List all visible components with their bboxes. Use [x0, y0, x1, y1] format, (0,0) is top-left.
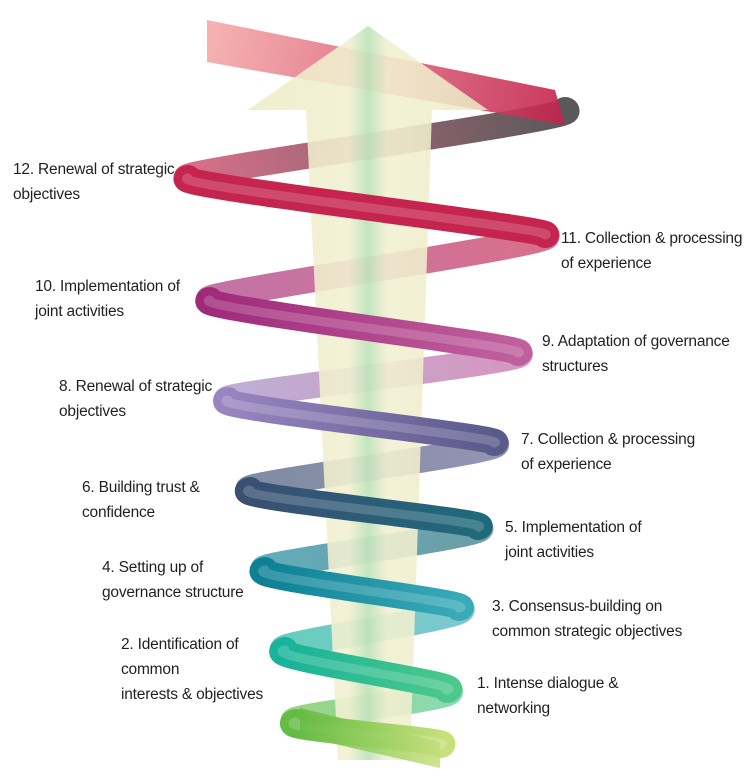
ribbon-front-layer [173, 165, 559, 768]
step-1-line-1: 1. Intense dialogue & [477, 675, 619, 692]
step-10-line-1: 10. Implementation of [35, 278, 180, 295]
ribbon-front-highlight [243, 485, 485, 532]
step-label-1: 1. Intense dialogue & networking [477, 671, 619, 721]
step-label-5: 5. Implementation of joint activities [505, 515, 642, 565]
ribbon-front-highlight [182, 173, 551, 240]
step-3-line-1: 3. Consensus-building on [492, 598, 663, 615]
step-5-line-1: 5. Implementation of [505, 519, 642, 536]
step-6-line-1: 6. Building trust & [82, 479, 200, 496]
step-label-9: 9. Adaptation of governance structures [542, 329, 730, 379]
step-12-line-1: 12. Renewal of strategic [13, 161, 175, 178]
step-7-line-1: 7. Collection & processing [521, 431, 696, 448]
ribbon-front-highlight [277, 645, 454, 695]
step-12-line-2: objectives [13, 186, 80, 203]
step-9-line-2: structures [542, 358, 609, 375]
step-6-line-2: confidence [82, 504, 155, 521]
step-label-10: 10. Implementation of joint activities [35, 274, 180, 324]
step-2-line-2: common [121, 661, 180, 678]
step-10-line-2: joint activities [35, 303, 124, 320]
step-label-11: 11. Collection & processing of experienc… [561, 226, 742, 276]
step-label-4: 4. Setting up of governance structure [102, 555, 244, 605]
ribbon-bottom-tail [300, 708, 440, 768]
ribbon-front-segment [195, 287, 533, 366]
step-11-line-2: of experience [561, 255, 652, 272]
step-4-line-1: 4. Setting up of [102, 559, 204, 576]
step-label-6: 6. Building trust & confidence [82, 475, 200, 525]
step-label-3: 3. Consensus-building on common strategi… [492, 594, 682, 644]
step-5-line-2: joint activities [505, 544, 594, 561]
ribbon-front-segment [234, 477, 493, 540]
ribbon-front-highlight [221, 395, 500, 448]
ribbon-front-segment [249, 557, 474, 621]
ribbon-front-segment [213, 387, 509, 456]
step-label-2: 2. Identification of common interests & … [121, 632, 263, 707]
step-2-line-1: 2. Identification of [121, 636, 239, 653]
step-4-line-2: governance structure [102, 584, 244, 601]
step-11-line-1: 11. Collection & processing [561, 230, 743, 247]
ribbon-front-segment [269, 637, 463, 703]
step-8-line-1: 8. Renewal of strategic [59, 378, 213, 395]
step-label-8: 8. Renewal of strategic objectives [59, 374, 212, 424]
step-2-line-3: interests & objectives [121, 686, 264, 703]
step-8-line-2: objectives [59, 403, 126, 420]
step-7-line-2: of experience [521, 456, 612, 473]
step-label-12: 12. Renewal of strategic objectives [13, 157, 175, 207]
ribbon-front-highlight [257, 565, 466, 613]
step-label-7: 7. Collection & processing of experience [521, 427, 695, 477]
ribbon-front-segment [173, 165, 559, 248]
step-3-line-2: common strategic objectives [492, 623, 683, 640]
step-9-line-1: 9. Adaptation of governance [542, 333, 730, 350]
step-1-line-2: networking [477, 700, 550, 717]
ribbon-front-highlight [203, 295, 524, 358]
